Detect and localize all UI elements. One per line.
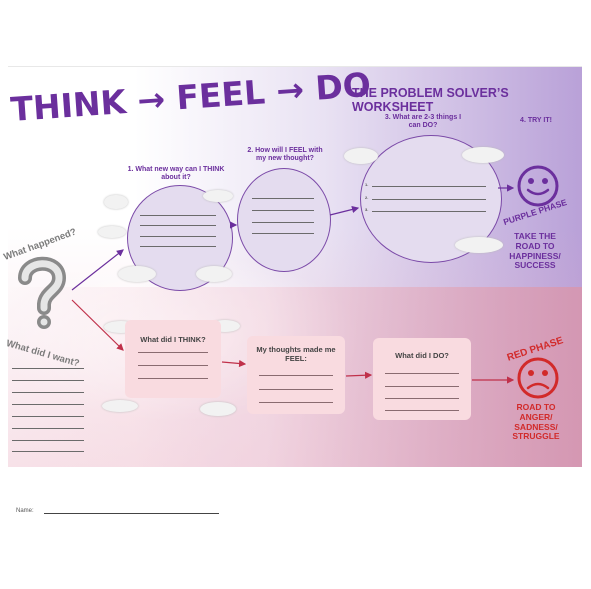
what-did-i-do-label: What did I DO? (395, 351, 449, 360)
writing-line (140, 215, 216, 216)
writing-line (259, 389, 333, 390)
writing-line (12, 416, 84, 417)
step1-label: 1. What new way can I THINK about it? (127, 166, 225, 182)
writing-line (138, 378, 208, 379)
name-label: Name: (16, 508, 34, 514)
writing-line (12, 380, 84, 381)
purple-phase-text: TAKE THE ROAD TO HAPPINESS/ SUCCESS (509, 231, 561, 271)
thought-bubble (98, 226, 126, 238)
thought-bubble (118, 266, 156, 282)
writing-line (385, 386, 459, 387)
writing-line (252, 210, 314, 211)
writing-line (138, 352, 208, 353)
thought-bubble (203, 190, 233, 202)
thoughts-made-me-feel-label: My thoughts made me FEEL: (256, 345, 336, 363)
writing-line (140, 225, 216, 226)
writing-line (372, 199, 486, 200)
worksheet-subtitle: THE PROBLEM SOLVER’S WORKSHEET (352, 86, 509, 114)
thought-bubble (462, 147, 504, 163)
writing-line (138, 365, 208, 366)
writing-line (385, 410, 459, 411)
writing-line (252, 198, 314, 199)
list-number-2: 2. (365, 195, 369, 200)
writing-line (12, 440, 84, 441)
question-mark-icon (18, 256, 67, 329)
writing-line (252, 222, 314, 223)
feel-circle (237, 168, 331, 272)
list-number-1: 1. (365, 182, 369, 187)
writing-line (372, 186, 486, 187)
writing-line (385, 373, 459, 374)
sad-face-icon (517, 357, 559, 399)
step3-label: 3. What are 2-3 things I can DO? (384, 114, 462, 130)
thought-bubble (196, 266, 232, 282)
writing-line (12, 428, 84, 429)
writing-line (12, 392, 84, 393)
red-phase-text: ROAD TO ANGER/ SADNESS/ STRUGGLE (512, 402, 560, 442)
list-number-3: 3. (365, 207, 369, 212)
what-did-i-do-box (373, 338, 471, 420)
writing-line (252, 233, 314, 234)
writing-line (372, 211, 486, 212)
step4-label: 4. TRY IT! (520, 117, 552, 124)
step2-label: 2. How will I FEEL with my new thought? (247, 147, 323, 163)
writing-line (12, 368, 84, 369)
what-did-i-think-box (125, 320, 221, 398)
writing-line (140, 236, 216, 237)
thought-bubble (104, 195, 128, 209)
thought-bubble (200, 402, 236, 416)
top-margin (0, 0, 591, 66)
thought-bubble (455, 237, 503, 253)
name-line (44, 513, 219, 514)
writing-line (12, 404, 84, 405)
writing-line (259, 375, 333, 376)
what-did-i-think-label: What did I THINK? (140, 335, 206, 344)
writing-line (259, 402, 333, 403)
writing-line (140, 246, 216, 247)
smiley-face-icon (517, 165, 559, 207)
thought-bubble (344, 148, 378, 164)
thought-bubble (102, 400, 138, 412)
writing-line (12, 451, 84, 452)
writing-line (385, 398, 459, 399)
